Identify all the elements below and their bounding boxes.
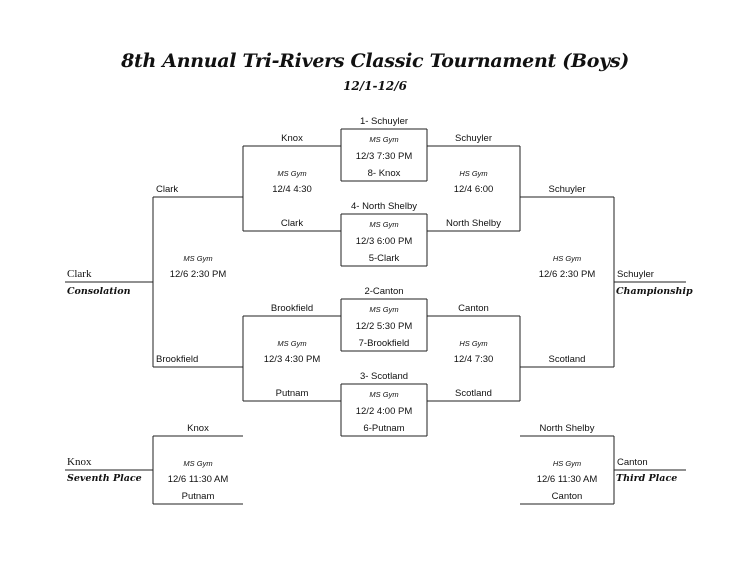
third-team2: Canton — [551, 491, 583, 502]
third-time: 12/6 11:30 AM — [536, 474, 598, 485]
q1-venue: MS Gym — [369, 135, 399, 144]
cons-left-top-team2: Clark — [280, 218, 304, 229]
q2-top-seed: 4- North Shelby — [350, 201, 417, 212]
seventh-team1: Knox — [187, 423, 209, 434]
cons-left-bottom-team1: Brookfield — [270, 303, 314, 314]
q2-bottom-seed: 5-Clark — [368, 253, 400, 264]
semi-right-top-team2: North Shelby — [446, 218, 501, 229]
q4-bottom-seed: 6-Putnam — [363, 423, 405, 434]
q1-bottom-seed: 8- Knox — [367, 168, 401, 179]
cons-left-bottom-venue: MS Gym — [277, 339, 307, 348]
semi-right-top-time: 12/4 6:00 — [453, 184, 494, 195]
consolation-winner: Clark — [67, 268, 92, 280]
semi-right-top-venue: HS Gym — [459, 169, 488, 178]
q4-time: 12/2 4:00 PM — [355, 406, 413, 417]
semi-right-bottom-team1: Canton — [458, 303, 489, 314]
date-range: 12/1-12/6 — [343, 79, 407, 93]
cons-left-bottom-team2: Putnam — [275, 388, 309, 399]
cons-left-top-time: 12/4 4:30 — [272, 184, 312, 195]
q1-top-seed: 1- Schuyler — [359, 116, 409, 127]
cons-left-top-venue: MS Gym — [277, 169, 307, 178]
seventh-label: Seventh Place — [67, 473, 142, 484]
semi-right-bottom-time: 12/4 7:30 — [453, 354, 494, 365]
semi-right-bottom-team2: Scotland — [455, 388, 492, 399]
consolation-label: Consolation — [67, 286, 131, 297]
q3-venue: MS Gym — [369, 305, 399, 314]
seventh-team2: Putnam — [181, 491, 215, 502]
q4-top-seed: 3- Scotland — [359, 371, 409, 382]
seventh-venue: MS Gym — [183, 459, 213, 468]
q3-bottom-seed: 7-Brookfield — [358, 338, 410, 349]
seventh-time: 12/6 11:30 AM — [167, 474, 229, 485]
third-team1: North Shelby — [539, 423, 595, 434]
cons-left-top-team1: Knox — [281, 133, 303, 144]
third-venue: HS Gym — [552, 459, 582, 468]
page-title: 8th Annual Tri-Rivers Classic Tournament… — [121, 50, 629, 72]
championship-team2: Scotland — [548, 354, 586, 365]
q3-time: 12/2 5:30 PM — [355, 321, 413, 332]
q2-venue: MS Gym — [369, 220, 399, 229]
semi-right-top-team1: Schuyler — [455, 133, 492, 144]
q3-top-seed: 2-Canton — [364, 286, 404, 297]
cons-left-bottom-time: 12/3 4:30 PM — [263, 354, 321, 365]
seventh-winner: Knox — [67, 456, 92, 468]
consolation-team1: Clark — [156, 184, 179, 195]
q4-venue: MS Gym — [369, 390, 399, 399]
consolation-time: 12/6 2:30 PM — [169, 269, 227, 280]
championship-venue: HS Gym — [552, 254, 582, 263]
third-label: Third Place — [616, 473, 678, 484]
consolation-team2: Brookfield — [156, 354, 199, 365]
semi-right-bottom-venue: HS Gym — [459, 339, 488, 348]
championship-team1: Schuyler — [548, 184, 586, 195]
championship-label: Championship — [616, 286, 693, 297]
q1-time: 12/3 7:30 PM — [355, 151, 413, 162]
championship-time: 12/6 2:30 PM — [538, 269, 596, 280]
q2-time: 12/3 6:00 PM — [355, 236, 413, 247]
third-winner: Canton — [617, 457, 648, 468]
championship-winner: Schuyler — [617, 269, 654, 280]
consolation-venue: MS Gym — [183, 254, 213, 263]
